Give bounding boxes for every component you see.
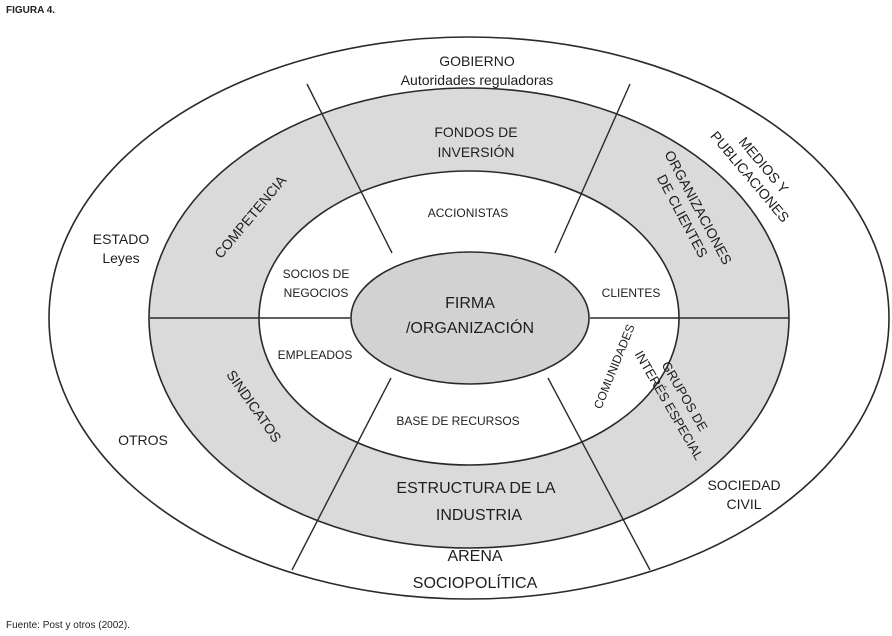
secondary-top-label-line2: INVERSIÓN — [437, 144, 514, 160]
primary-left-label-line2: NEGOCIOS — [284, 286, 349, 300]
divider-top-left — [306, 83, 393, 254]
secondary-bottom-label-line1: ESTRUCTURA DE LA — [396, 480, 555, 497]
outer-lower-right-label-line1: SOCIEDAD — [707, 477, 780, 493]
outer-left-label-line2: Leyes — [102, 250, 139, 266]
primary-left-label-line1: SOCIOS DE — [283, 267, 350, 281]
secondary-bottom-label-line2: INDUSTRIA — [436, 507, 523, 524]
outer-top-label-line2: Autoridades reguladoras — [401, 72, 554, 88]
center-label-line1: FIRMA — [445, 295, 495, 312]
primary-lower-left-label: EMPLEADOS — [278, 348, 353, 362]
primary-top-label: ACCIONISTAS — [428, 206, 508, 220]
primary-bottom-label: BASE DE RECURSOS — [396, 414, 519, 428]
outer-top-label-line1: GOBIERNO — [439, 53, 515, 69]
divider-top-right — [554, 83, 631, 254]
divider-lines — [150, 83, 789, 571]
center-ellipse — [350, 251, 590, 385]
outer-left-label-line1: ESTADO — [93, 231, 150, 247]
outer-bottom-label-line1: ARENA — [447, 548, 502, 565]
secondary-top-label-line1: FONDOS DE — [434, 124, 517, 140]
outer-lower-right-label-line2: CIVIL — [726, 496, 761, 512]
figure-label: FIGURA 4. — [6, 5, 56, 16]
primary-right-label: CLIENTES — [602, 286, 661, 300]
center-label-line2: /ORGANIZACIÓN — [406, 318, 534, 337]
source-caption: Fuente: Post y otros (2002). — [6, 620, 130, 631]
divider-bottom-right — [547, 377, 651, 571]
outer-bottom-label-line2: SOCIOPOLÍTICA — [413, 573, 538, 592]
outer-lower-left-label: OTROS — [118, 432, 168, 448]
divider-bottom-left — [291, 377, 392, 571]
